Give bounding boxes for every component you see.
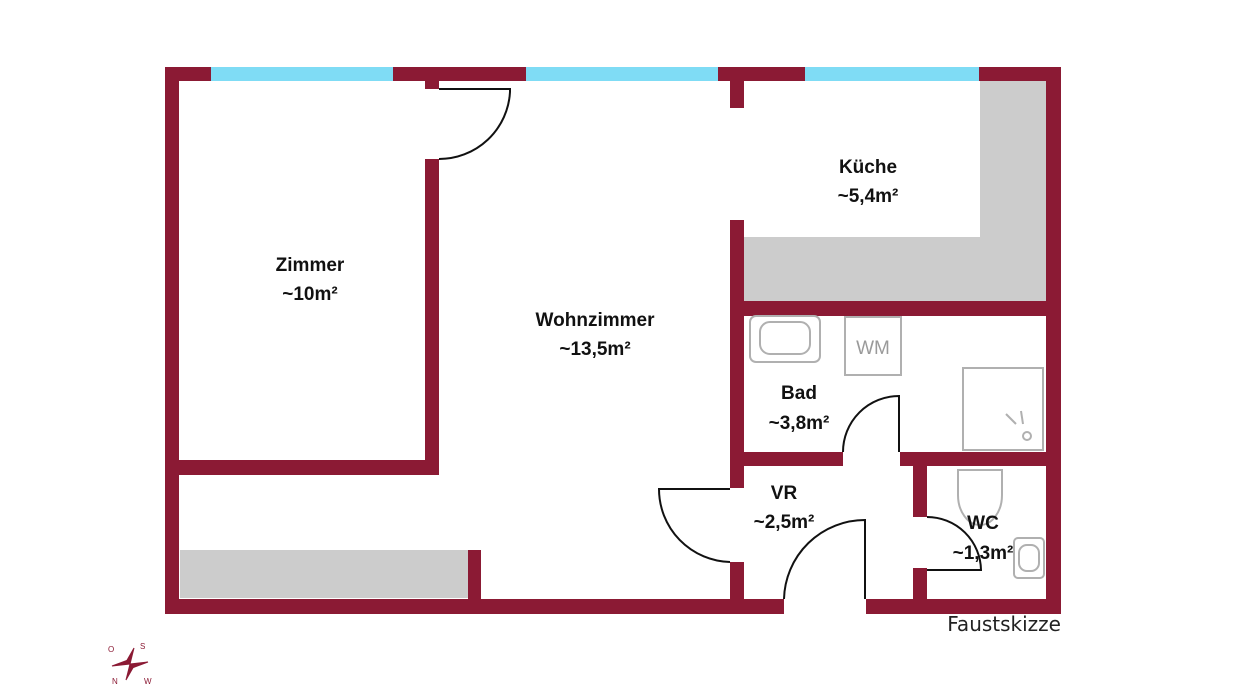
room-name: Wohnzimmer: [536, 310, 656, 331]
walls: [165, 67, 1061, 614]
kitchen-counter: [743, 81, 1046, 301]
room-name: WC: [967, 513, 999, 534]
shower-icon: [962, 367, 1044, 451]
room-label-zimmer: Zimmer ~10m²: [276, 255, 345, 305]
room-name: Küche: [839, 157, 897, 178]
room-label-wohnzimmer: Wohnzimmer ~13,5m²: [536, 310, 656, 360]
room-label-wc: WC ~1,3m²: [953, 513, 1014, 564]
washing-machine-icon: [844, 316, 902, 376]
room-area: ~10m²: [282, 284, 337, 305]
window-wohnzimmer: [526, 67, 718, 81]
window-zimmer: [211, 67, 393, 81]
door-wc: [926, 516, 983, 571]
sketch-note: Faustskizze: [947, 612, 1061, 636]
room-label-kueche: Küche ~5,4m²: [838, 157, 899, 207]
toilet-icon: [957, 469, 1003, 526]
room-label-bad: Bad ~3,8m²: [769, 383, 830, 434]
door-zimmer: [438, 88, 511, 161]
wc-basin-icon: [1013, 537, 1045, 579]
room-area: ~3,8m²: [769, 413, 830, 434]
room-name: Zimmer: [276, 255, 345, 276]
doors: [438, 88, 983, 600]
windows: [211, 67, 979, 81]
bad-sink-icon: [749, 315, 821, 363]
door-entrance: [783, 518, 866, 600]
compass-n: N: [112, 677, 118, 686]
wardrobe-counter: [180, 550, 468, 598]
room-name: VR: [771, 483, 798, 504]
room-area: ~5,4m²: [838, 186, 899, 207]
fixtures: [749, 315, 1045, 579]
compass-w: W: [144, 677, 152, 686]
door-bad: [842, 394, 900, 453]
room-label-vr: VR ~2,5m²: [754, 483, 815, 533]
door-vr-living: [657, 488, 731, 563]
room-area: ~2,5m²: [754, 512, 815, 533]
window-kueche: [805, 67, 979, 81]
compass-rose-icon: O S W N: [108, 642, 152, 686]
compass-s: S: [140, 642, 145, 651]
room-area: ~13,5m²: [559, 339, 630, 360]
compass-o: O: [108, 645, 114, 654]
washing-machine-label: WM: [856, 338, 890, 359]
room-area: ~1,3m²: [953, 543, 1014, 564]
room-name: Bad: [781, 383, 817, 404]
